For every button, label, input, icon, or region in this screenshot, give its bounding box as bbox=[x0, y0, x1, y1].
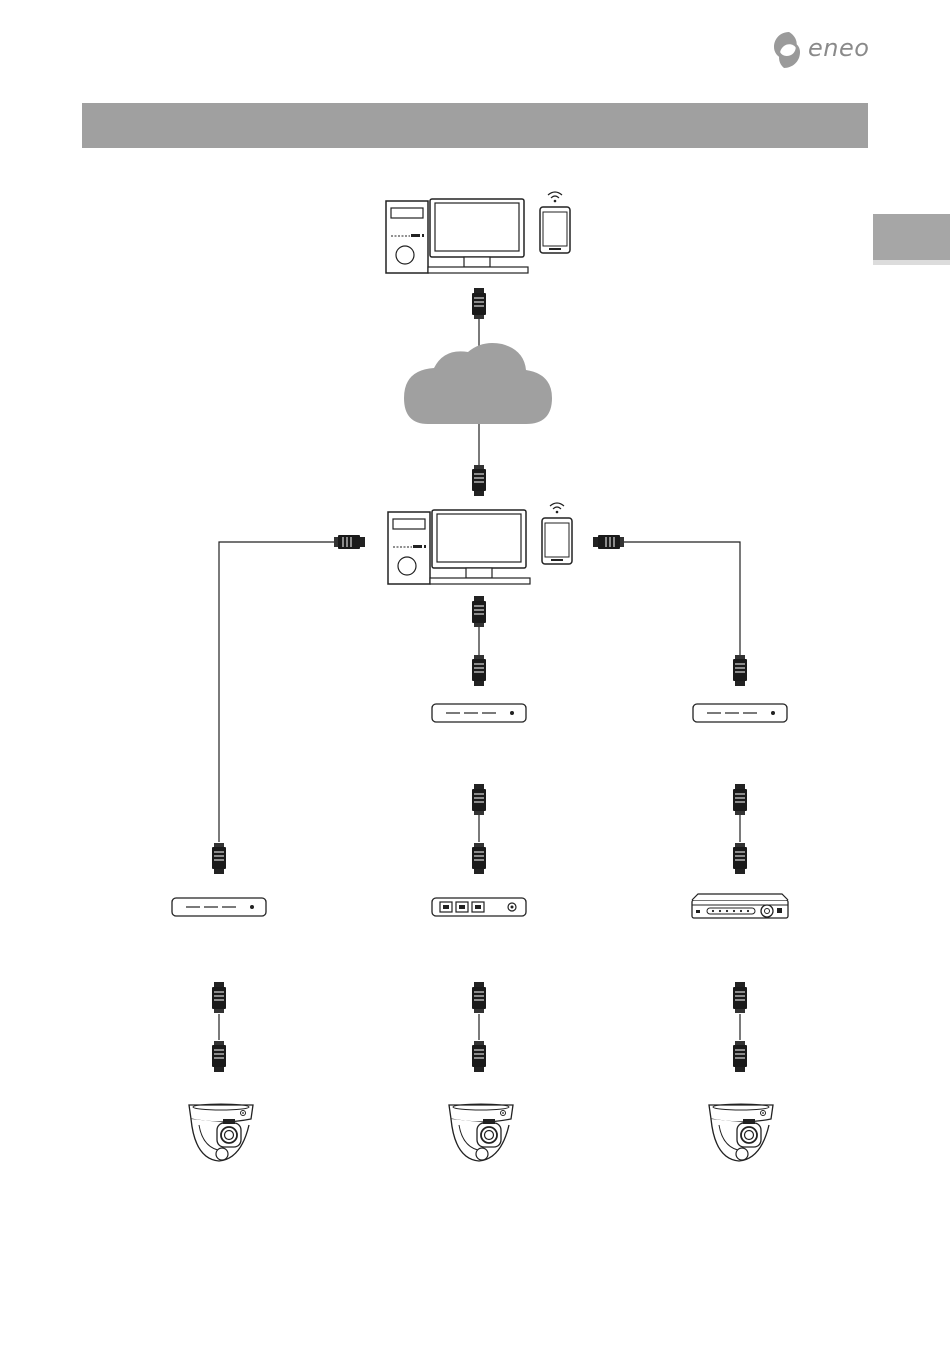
rj45-connector-icon bbox=[472, 843, 486, 874]
rj45-connector-icon bbox=[472, 465, 486, 496]
rj45-connector-icon bbox=[334, 535, 365, 549]
rj45-connector-icon bbox=[593, 535, 624, 549]
rj45-connector-icon bbox=[212, 1041, 226, 1072]
rj45-connector-icon bbox=[472, 655, 486, 686]
switch-left-icon bbox=[172, 898, 266, 916]
rj45-connector-icon bbox=[733, 784, 747, 815]
camera-right-icon bbox=[709, 1104, 773, 1161]
rj45-connector-icon bbox=[733, 982, 747, 1013]
rj45-connector-icon bbox=[472, 1041, 486, 1072]
switch-right-icon bbox=[693, 704, 787, 722]
poe-injector-icon bbox=[432, 898, 526, 916]
switch-center-icon bbox=[432, 704, 526, 722]
rj45-connector-icon bbox=[472, 982, 486, 1013]
rj45-connector-icon bbox=[472, 288, 486, 319]
camera-center-icon bbox=[449, 1104, 513, 1161]
rj45-connector-icon bbox=[472, 596, 486, 627]
rj45-connector-icon bbox=[733, 655, 747, 686]
local-client-workstation-icon bbox=[388, 503, 572, 584]
remote-client-workstation-icon bbox=[386, 192, 570, 273]
camera-left-icon bbox=[189, 1104, 253, 1161]
rj45-connector-icon bbox=[212, 982, 226, 1013]
rj45-connector-icon bbox=[733, 1041, 747, 1072]
recorder-icon bbox=[692, 894, 788, 918]
cloud-icon bbox=[404, 343, 552, 424]
rj45-connector-icon bbox=[472, 784, 486, 815]
rj45-connector-icon bbox=[733, 843, 747, 874]
rj45-connector-icon bbox=[212, 843, 226, 874]
